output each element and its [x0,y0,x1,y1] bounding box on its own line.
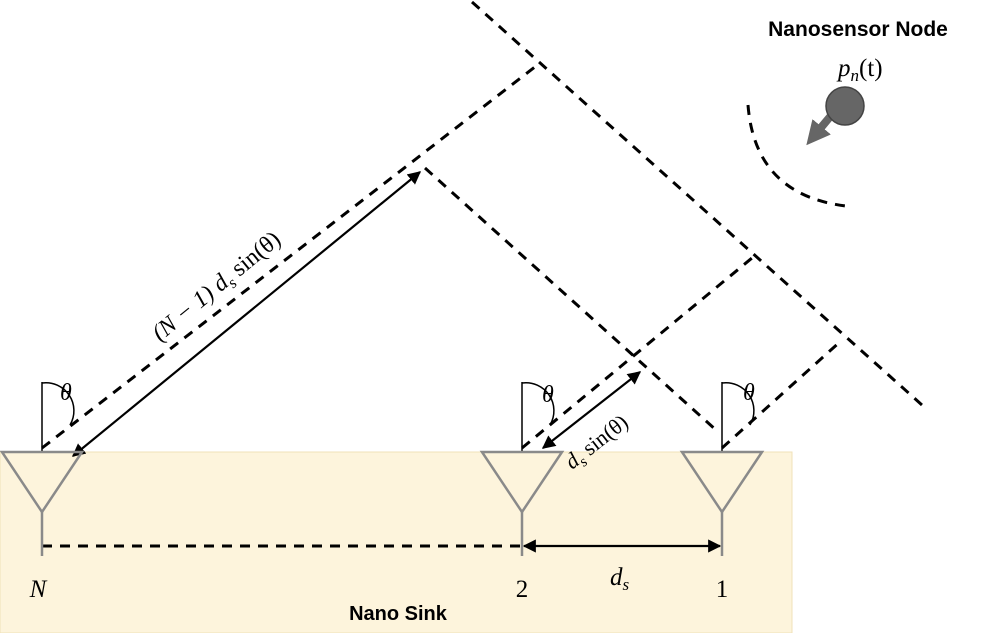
ray-path-n [41,61,541,450]
antenna-label-1: 1 [716,576,729,603]
path-difference-label-long: (N − 1) ds sin(θ) [147,226,288,348]
nanosensor-node-icon [825,86,865,126]
theta-label-n: θ [60,380,72,406]
wavefront-line-mid [423,166,718,432]
theta-label-1: θ [743,380,755,406]
nanosensor-title: Nanosensor Node [768,18,948,41]
node-signal-label: pn(t) [836,55,883,85]
ray-path-1 [720,338,844,450]
spacing-label: ds [610,564,630,594]
nano-sink-label: Nano Sink [349,603,448,625]
path-difference-arrow-short [541,371,642,449]
wavefront-line-top [470,0,924,407]
antenna-2 [479,381,565,556]
theta-label-2: θ [542,382,554,408]
path-difference-arrow-long [71,171,422,457]
antenna-label-n: N [29,576,48,603]
antenna-1 [679,381,765,556]
antenna-label-2: 2 [516,576,529,603]
ray-path-2 [521,256,753,450]
antenna-n [0,381,85,556]
incoming-wave-arc [746,104,847,208]
